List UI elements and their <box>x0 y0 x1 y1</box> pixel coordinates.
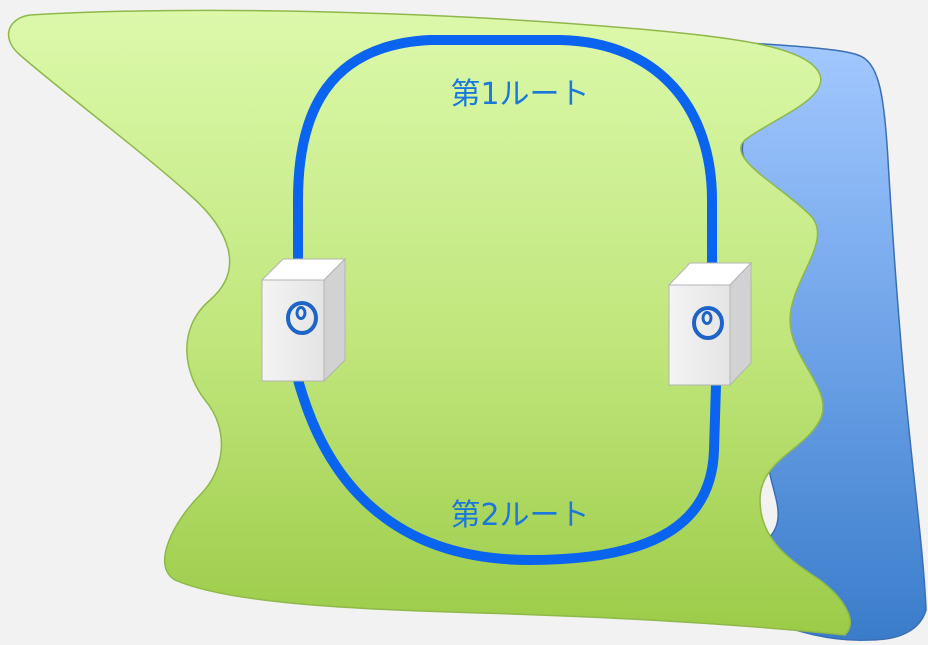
land-area <box>7 9 851 636</box>
ntt-logo-icon <box>286 301 318 335</box>
route-1-label: 第1ルート <box>450 77 589 112</box>
ntt-logo-icon <box>692 306 724 340</box>
route-2-label: 第2ルート <box>450 498 589 533</box>
station-left <box>260 257 347 383</box>
route-1-cable <box>293 35 717 268</box>
route-2-cable <box>293 378 721 566</box>
station-right <box>667 261 753 387</box>
